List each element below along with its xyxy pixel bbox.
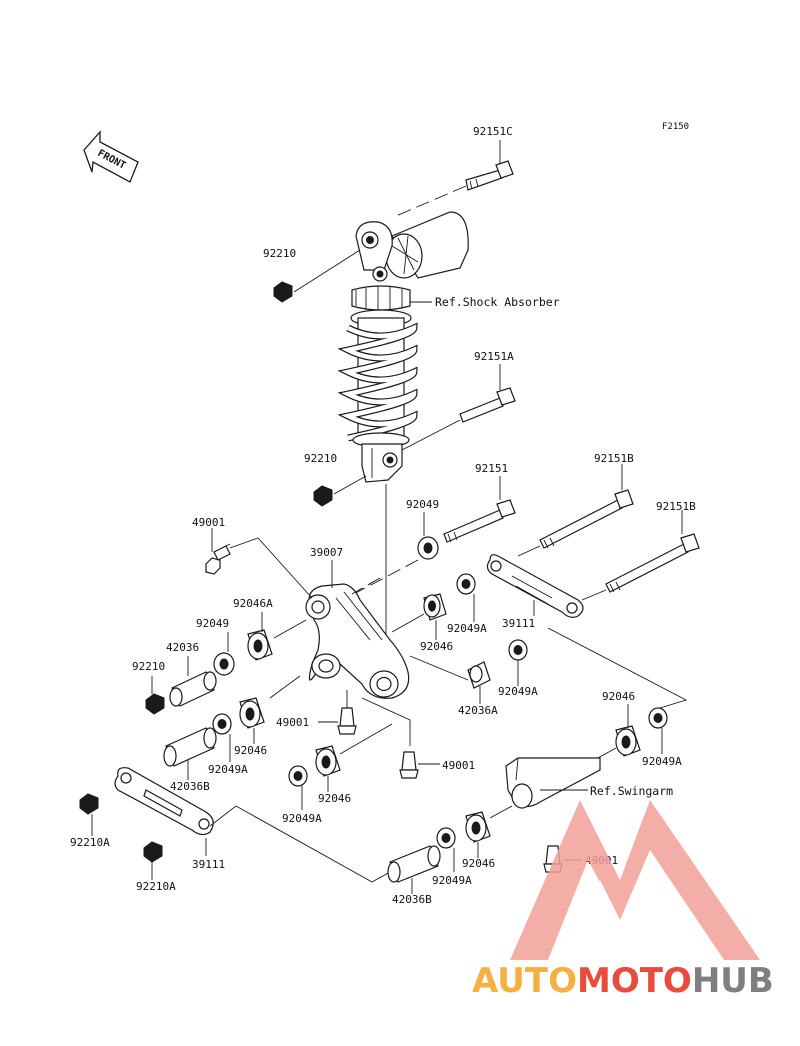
label-92210a-a: 92210A [70,836,110,849]
label-92046-a: 92046 [420,640,453,653]
label-49001-c: 49001 [442,759,475,772]
label-92049a-a: 92049A [447,622,487,635]
watermark-hub: HUB [692,961,774,1001]
washer-92049-upper [417,536,439,560]
tie-rod-39111-lower [114,767,214,836]
label-39111-b: 39111 [192,858,225,871]
nut-92210-low [145,693,165,715]
label-92046a: 92046A [233,597,273,610]
label-92049-a: 92049 [406,498,439,511]
label-39111-a: 39111 [502,617,535,630]
grease-nipple-49001-b [337,690,357,735]
bolt-92151b-b [605,533,700,593]
bushing-92046-c [315,745,341,777]
grease-nipple-49001-c [399,751,419,779]
watermark-auto: AUTO [472,961,577,1001]
label-92046-c: 92046 [318,792,351,805]
collar-42036 [169,671,217,707]
label-92049-b: 92049 [196,617,229,630]
watermark-text: AUTOMOTOHUB [472,961,774,1001]
swingarm-ref-part [505,757,601,809]
spring [337,322,418,442]
label-39007: 39007 [310,546,343,559]
front-arrow-icon: FRONT [83,130,139,183]
label-42036b-a: 42036B [170,780,210,793]
washer-92049-lower [213,652,235,676]
washer-92049a-d [288,765,308,787]
label-42036: 42036 [166,641,199,654]
label-42036a: 42036A [458,704,498,717]
nut-92210-top [273,281,293,303]
collar-42036a [467,661,491,689]
collar-42036b-a [163,727,217,767]
label-92049a-b: 92049A [498,685,538,698]
collar-42036b-b [387,845,441,883]
label-92049a-f: 92049A [432,874,472,887]
bolt-92151 [443,499,516,543]
label-92049a-e: 92049A [642,755,682,768]
bushing-92046-d [615,725,641,757]
label-92049a-d: 92049A [282,812,322,825]
label-92210a-b: 92210A [136,880,176,893]
bolt-92151c [465,160,514,191]
bushing-92046-e [465,811,491,843]
nut-92210a-b [143,841,163,863]
label-92151b-a: 92151B [594,452,634,465]
washer-92049a-a [456,573,476,595]
shock-absorber [337,211,469,483]
label-92210-mid: 92210 [304,452,337,465]
ref-shock-absorber: Ref.Shock Absorber [435,295,560,309]
label-42036b-b: 42036B [392,893,432,906]
figure-code: F2150 [662,122,689,132]
label-92046-d: 92046 [602,690,635,703]
label-92046-e: 92046 [462,857,495,870]
bolt-92151b-a [539,489,634,549]
label-92210-low: 92210 [132,660,165,673]
nut-92210-mid [313,485,333,507]
watermark-logo [510,800,760,960]
label-92151: 92151 [475,462,508,475]
label-49001-b: 49001 [276,716,309,729]
ref-swingarm: Ref.Swingarm [590,784,673,798]
label-49001-a: 49001 [192,516,225,529]
bolt-92151a [459,387,516,423]
watermark-moto: MOTO [577,961,692,1001]
grease-nipple-49001-a [205,543,231,575]
nut-92210a-a [79,793,99,815]
label-92210-top: 92210 [263,247,296,260]
label-92049a-c: 92049A [208,763,248,776]
label-92151b-b: 92151B [656,500,696,513]
washer-92049a-f [436,827,456,849]
bushing-92046-a [423,593,447,621]
washer-92049a-b [508,639,528,661]
label-92046-b: 92046 [234,744,267,757]
washer-92049a-c [212,713,232,735]
tie-rod-39111-upper [486,554,584,618]
bushing-92046a [247,629,273,661]
label-92151c: 92151C [473,125,513,138]
bushing-92046-b [239,697,265,729]
rocker-arm-39007 [305,583,410,699]
washer-92049a-e [648,707,668,729]
label-92151a: 92151A [474,350,514,363]
